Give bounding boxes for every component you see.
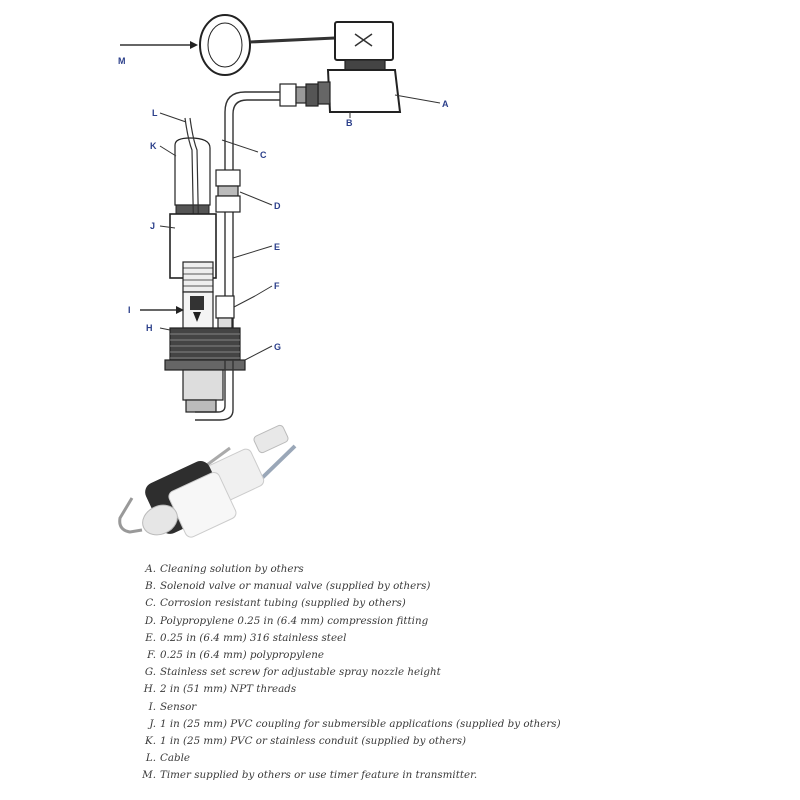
- legend-list: A. Cleaning solution by others B. Solenoid…: [136, 561, 696, 784]
- callout-j: J: [150, 221, 155, 231]
- legend-text: Corrosion resistant tubing (supplied by …: [160, 597, 406, 610]
- pvc-coupling: [169, 213, 217, 293]
- cable: [184, 117, 201, 301]
- legend-text: 2 in (51 mm) NPT threads: [160, 683, 297, 696]
- legend-text: Cleaning solution by others: [160, 563, 304, 575]
- legend-key: C.: [145, 597, 156, 610]
- legend-item: A. Cleaning solution by others: [136, 561, 696, 578]
- legend-item: J. 1 in (25 mm) PVC coupling for submersi…: [136, 716, 696, 733]
- legend-text: Timer supplied by others or use timer fe…: [160, 769, 478, 782]
- legend-key: L.: [145, 752, 156, 765]
- compression-fitting-d: [215, 169, 241, 213]
- legend-item: M. Timer supplied by others or use timer …: [136, 767, 696, 784]
- legend-key: I.: [148, 700, 156, 713]
- callout-e: E: [274, 242, 280, 252]
- callout-b: B: [346, 118, 353, 128]
- legend-key: J.: [149, 717, 156, 730]
- legend-item: F. 0.25 in (6.4 mm) polypropylene: [136, 647, 696, 664]
- callout-g: G: [274, 342, 281, 352]
- legend-text: 0.25 in (6.4 mm) polypropylene: [160, 648, 325, 661]
- legend-item: D. Polypropylene 0.25 in (6.4 mm) compres…: [136, 613, 696, 630]
- polypropylene-fitting-f: [215, 295, 235, 329]
- valve-fitting: [279, 83, 319, 107]
- callout-h: H: [146, 323, 153, 333]
- callout-f: F: [274, 281, 280, 291]
- callout-c: C: [260, 150, 267, 160]
- legend-text: Stainless set screw for adjustable spray…: [160, 666, 441, 679]
- sensor-product-photo: [118, 424, 297, 538]
- legend-key: K.: [145, 734, 156, 747]
- legend-key: E.: [145, 631, 156, 644]
- legend-item: L. Cable: [136, 750, 696, 767]
- legend-item: E. 0.25 in (6.4 mm) 316 stainless steel: [136, 630, 696, 647]
- legend-item: B. Solenoid valve or manual valve (suppli…: [136, 578, 696, 595]
- callout-k: K: [150, 141, 157, 151]
- legend-item: G. Stainless set screw for adjustable spr…: [136, 664, 696, 681]
- timer-loop: [120, 14, 336, 76]
- installation-diagram: A B C D E F G H I J K L M: [118, 14, 449, 538]
- callout-a: A: [442, 99, 449, 109]
- callout-m: M: [118, 56, 126, 66]
- legend-key: H.: [143, 683, 156, 696]
- spray-nozzle: [182, 360, 234, 421]
- callout-d: D: [274, 201, 281, 211]
- legend-item: C. Corrosion resistant tubing (supplied b…: [136, 595, 696, 612]
- legend-key: M.: [142, 769, 156, 782]
- legend-key: B.: [145, 580, 156, 593]
- legend-text: 0.25 in (6.4 mm) 316 stainless steel: [160, 631, 347, 644]
- legend-text: 1 in (25 mm) PVC or stainless conduit (s…: [160, 734, 467, 747]
- legend-key: D.: [144, 614, 156, 627]
- legend-text: Sensor: [160, 700, 197, 713]
- legend-text: Solenoid valve or manual valve (supplied…: [160, 580, 431, 593]
- callout-i: I: [128, 305, 131, 315]
- tubing: [224, 91, 280, 360]
- npt-threads: [164, 327, 246, 371]
- callout-l: L: [152, 108, 158, 118]
- legend-item: K. 1 in (25 mm) PVC or stainless conduit …: [136, 733, 696, 750]
- legend-item: H. 2 in (51 mm) NPT threads: [136, 681, 696, 698]
- solenoid-valve: [317, 21, 402, 113]
- legend-text: Cable: [160, 752, 190, 765]
- legend-item: I. Sensor: [136, 699, 696, 716]
- sensor: [140, 291, 214, 329]
- leader-lines: [159, 94, 441, 361]
- legend-text: 1 in (25 mm) PVC coupling for submersibl…: [160, 717, 561, 730]
- legend-key: A.: [145, 563, 156, 575]
- legend-key: G.: [144, 666, 156, 679]
- legend-key: F.: [147, 648, 156, 661]
- legend-text: Polypropylene 0.25 in (6.4 mm) compressi…: [160, 614, 429, 627]
